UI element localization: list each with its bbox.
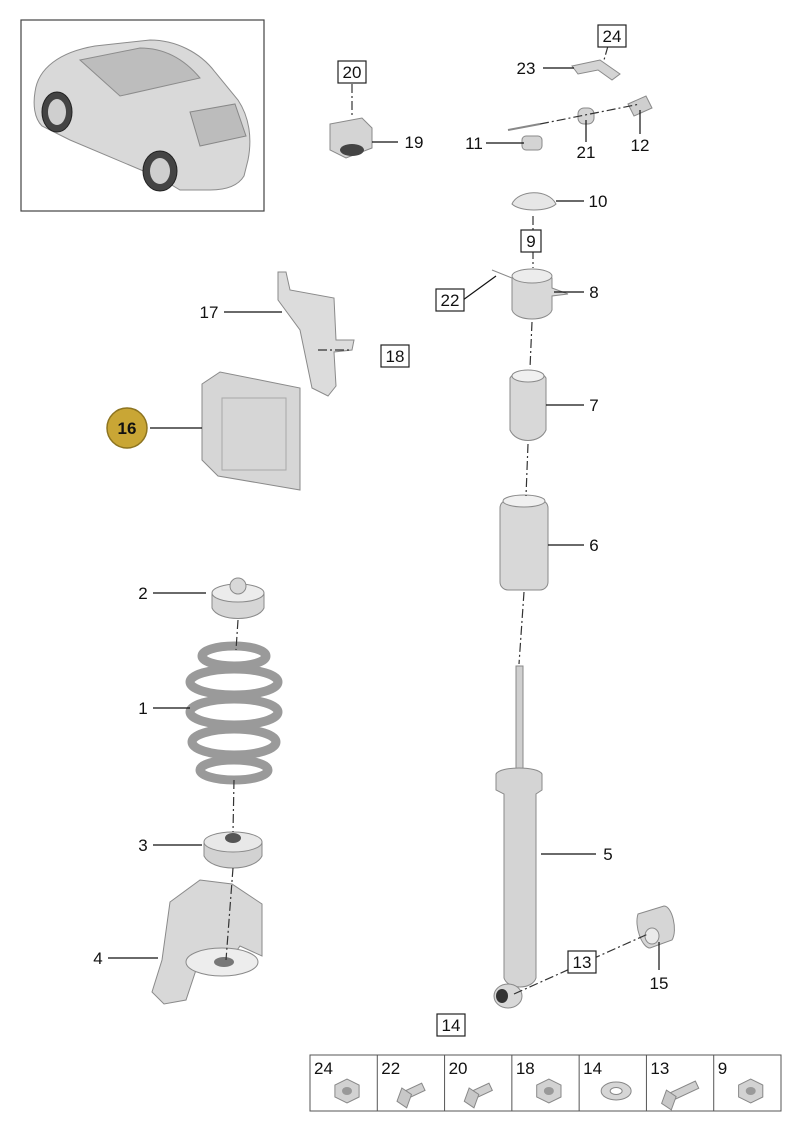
callout-label: 12 — [631, 136, 650, 155]
callout-23: 23 — [517, 59, 536, 78]
callout-10: 10 — [589, 192, 608, 211]
callout-17: 17 — [200, 303, 219, 322]
callout-label: 23 — [517, 59, 536, 78]
fastener-number: 14 — [583, 1059, 602, 1078]
callout-box — [337, 60, 367, 84]
callout-6: 6 — [589, 536, 598, 555]
fastener-cell-14: 14 — [583, 1059, 632, 1101]
callout-3: 3 — [138, 836, 147, 855]
fastener-table: 24 22 20 18 14 13 9 — [309, 1054, 782, 1112]
callout-18: 18 — [380, 344, 410, 368]
fastener-number: 13 — [650, 1059, 669, 1078]
fastener-cell-20: 20 — [449, 1059, 493, 1109]
callout-label: 9 — [526, 232, 535, 251]
callout-label: 5 — [603, 845, 612, 864]
vehicle-thumbnail — [20, 19, 265, 212]
bracket-part-small — [571, 59, 621, 81]
top-mount-part — [491, 268, 569, 320]
callout-box — [380, 344, 410, 368]
callout-label: 3 — [138, 836, 147, 855]
callout-label: 1 — [138, 699, 147, 718]
fastener-cell-9: 9 — [718, 1059, 764, 1104]
callout-highlight-circle — [106, 407, 148, 449]
callout-box — [597, 24, 627, 48]
callout-label: 22 — [441, 291, 460, 310]
bump-stop-part — [509, 369, 547, 441]
shock-absorber-part — [493, 665, 543, 1009]
callout-13: 13 — [567, 950, 597, 974]
callout-label: 14 — [442, 1016, 461, 1035]
callout-label: 24 — [603, 27, 622, 46]
callout-1: 1 — [138, 699, 147, 718]
upper-spring-seat-part — [211, 577, 265, 619]
callout-label: 21 — [577, 143, 596, 162]
callout-4: 4 — [93, 949, 102, 968]
fastener-cell-22: 22 — [381, 1059, 426, 1109]
callout-label: 20 — [343, 63, 362, 82]
fastener-cell-13: 13 — [650, 1059, 700, 1111]
callout-2: 2 — [138, 584, 147, 603]
fastener-number: 18 — [516, 1059, 535, 1078]
callout-label: 17 — [200, 303, 219, 322]
fastener-cell-24: 24 — [314, 1059, 360, 1104]
callout-label: 13 — [573, 953, 592, 972]
fastener-number: 22 — [381, 1059, 400, 1078]
callout-24: 24 — [597, 24, 627, 48]
spring-carrier-part — [151, 879, 263, 1005]
callout-box — [520, 229, 542, 253]
callout-label: 18 — [386, 347, 405, 366]
callout-19: 19 — [405, 133, 424, 152]
clip-part — [507, 123, 543, 151]
fastener-number: 24 — [314, 1059, 333, 1078]
callout-box — [435, 288, 465, 312]
coil-spring-part — [185, 641, 283, 785]
fastener-number: 20 — [449, 1059, 468, 1078]
control-unit-part — [201, 371, 301, 491]
plug-part — [627, 95, 653, 117]
bushing-part — [636, 905, 675, 949]
callout-label: 8 — [589, 283, 598, 302]
leader-lines — [108, 67, 660, 970]
callout-label: 10 — [589, 192, 608, 211]
fastener-cell-18: 18 — [516, 1059, 562, 1104]
callout-11: 11 — [465, 134, 483, 153]
callout-label: 15 — [650, 974, 669, 993]
callout-7: 7 — [589, 396, 598, 415]
callout-22: 22 — [435, 288, 465, 312]
callout-20: 20 — [337, 60, 367, 84]
callout-16: 16 — [106, 407, 148, 449]
callout-box — [436, 1013, 466, 1037]
callout-label: 7 — [589, 396, 598, 415]
callout-21: 21 — [577, 143, 596, 162]
callout-9: 9 — [520, 229, 542, 253]
callout-15: 15 — [650, 974, 669, 993]
bracket-part-large — [277, 271, 355, 397]
callout-5: 5 — [603, 845, 612, 864]
assembly-axes — [225, 45, 649, 995]
callout-8: 8 — [589, 283, 598, 302]
callout-label: 19 — [405, 133, 424, 152]
callout-label: 6 — [589, 536, 598, 555]
lower-spring-seat-part — [203, 831, 263, 869]
callout-label: 16 — [118, 419, 137, 438]
callout-label: 11 — [465, 134, 483, 153]
callout-label: 2 — [138, 584, 147, 603]
callout-label: 4 — [93, 949, 102, 968]
callout-12: 12 — [631, 136, 650, 155]
fastener-number: 9 — [718, 1059, 727, 1078]
callout-14: 14 — [436, 1013, 466, 1037]
sensor-part — [329, 117, 373, 159]
dust-boot-part — [499, 494, 549, 591]
part-drawings — [151, 59, 675, 1009]
cap-part — [511, 192, 557, 211]
callout-box — [567, 950, 597, 974]
